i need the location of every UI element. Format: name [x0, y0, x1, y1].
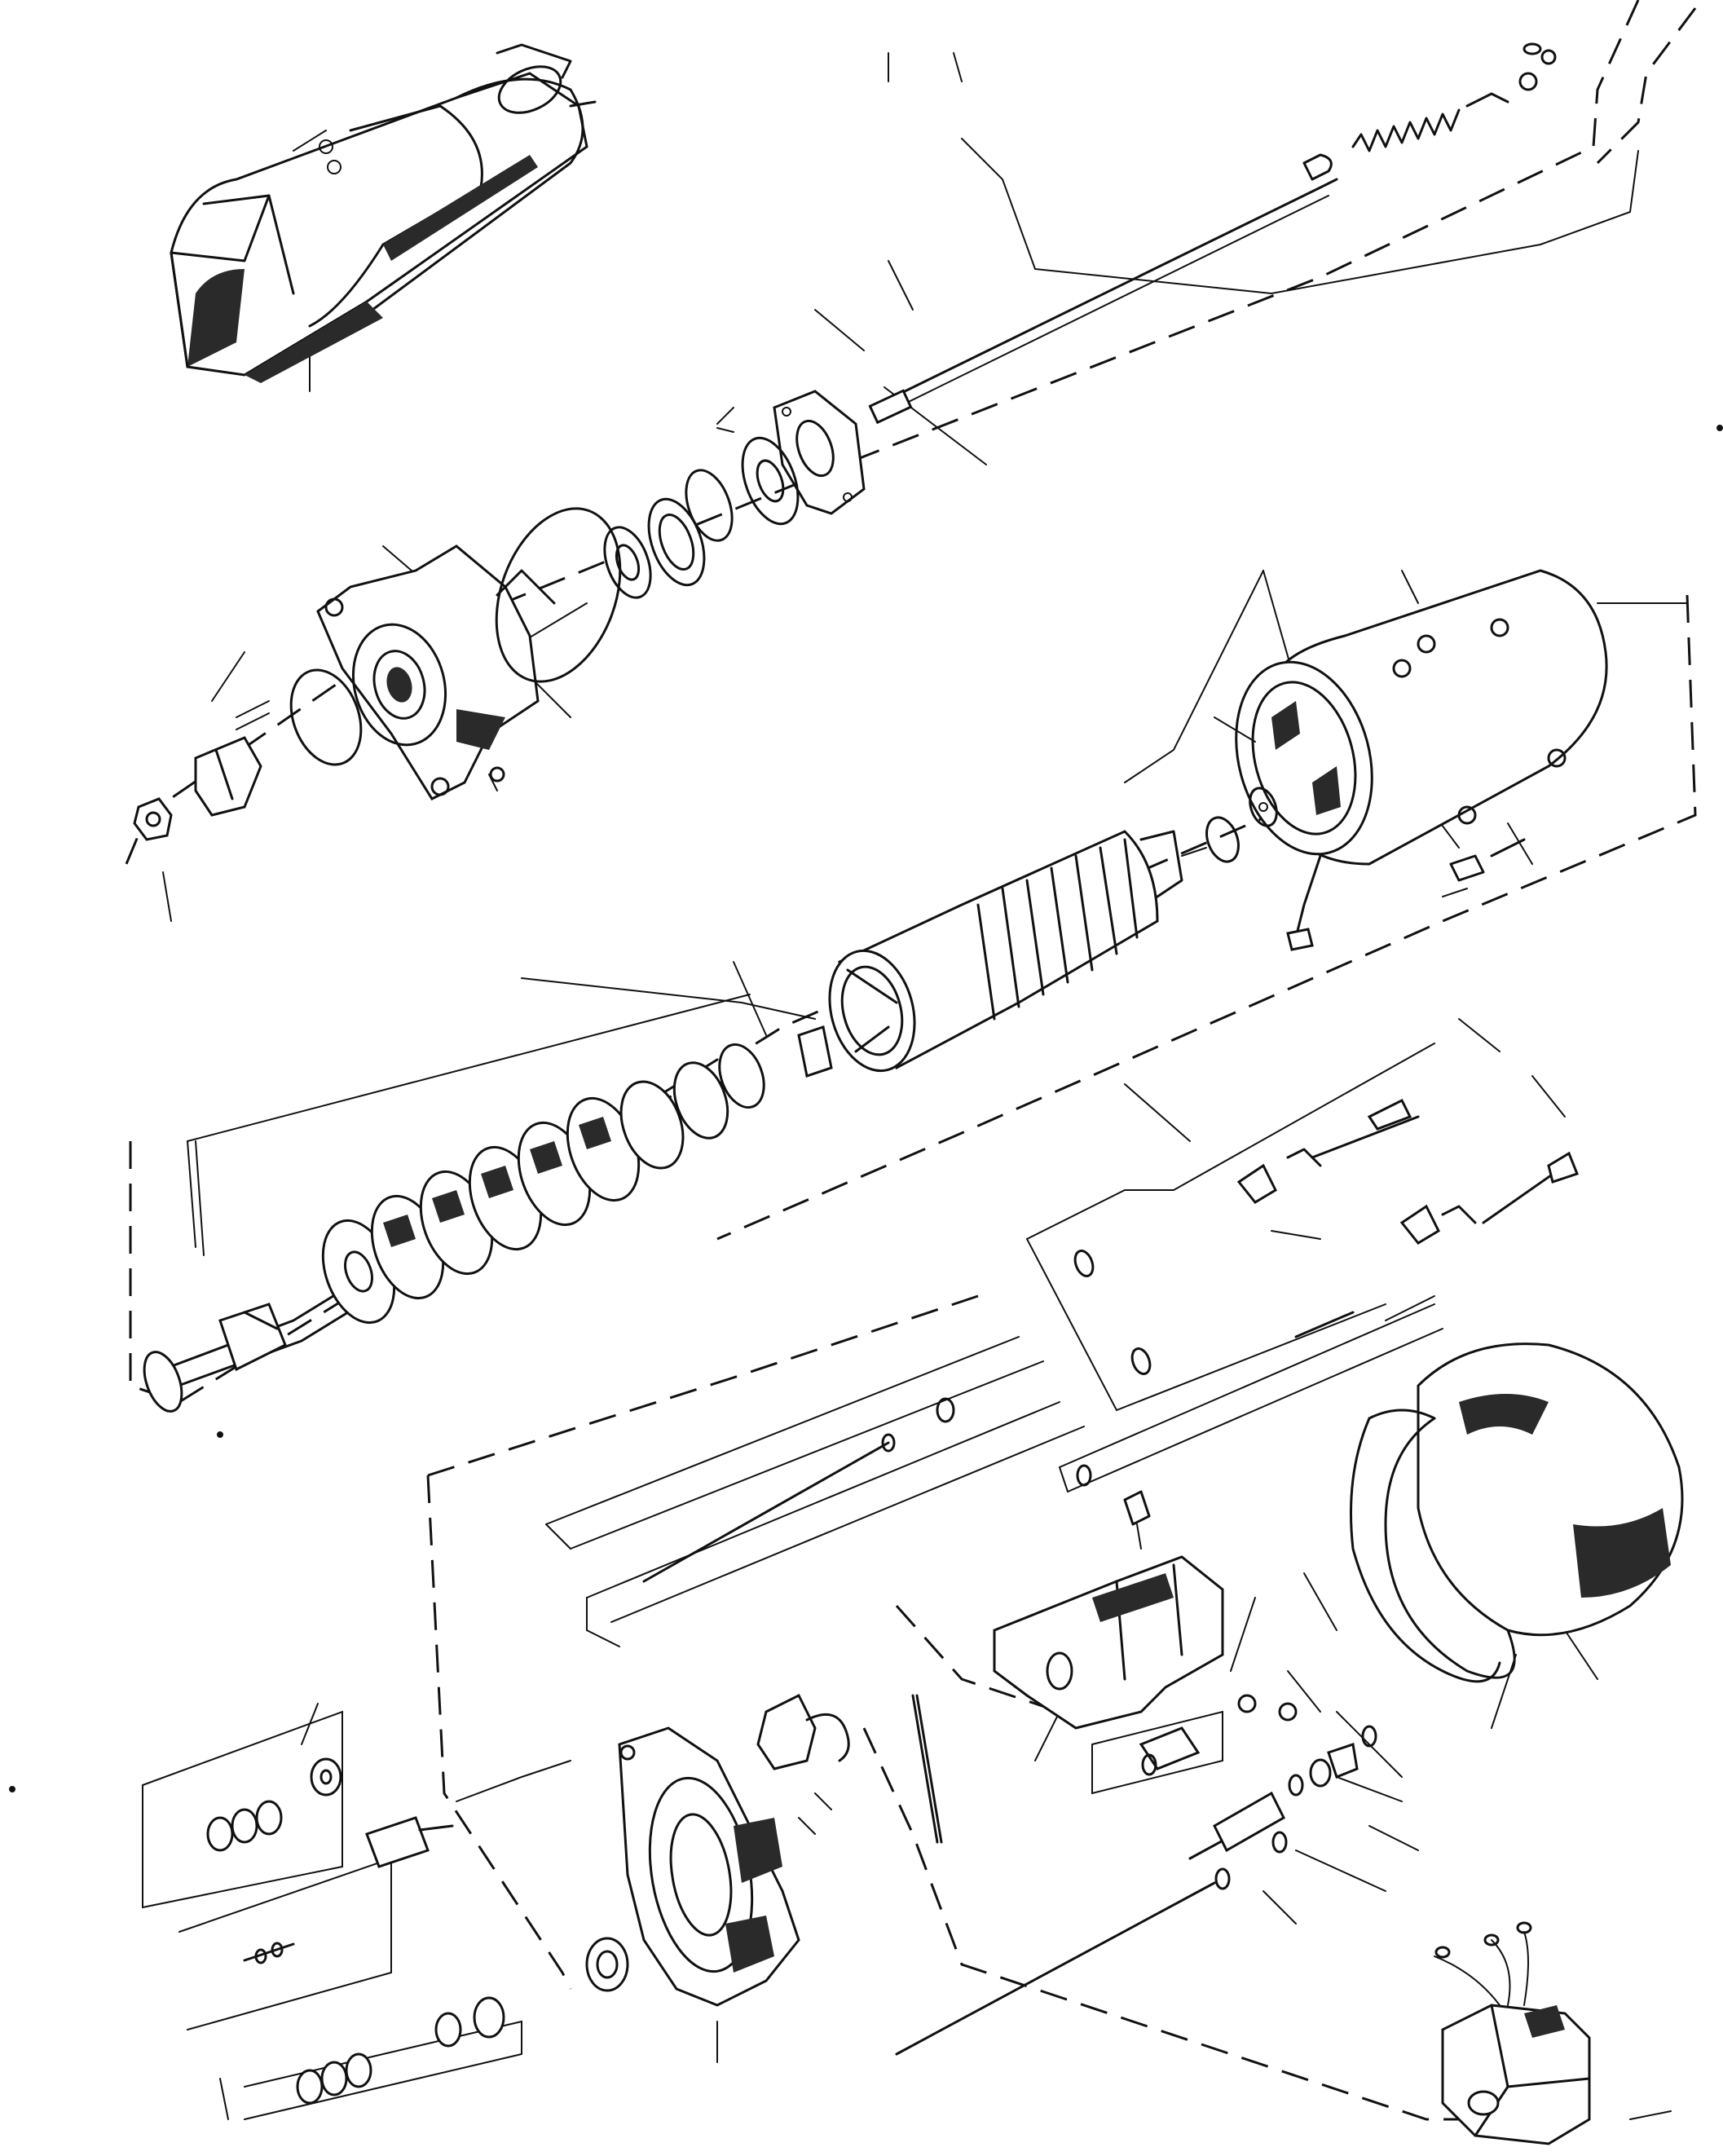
plunger-rod [868, 153, 1338, 425]
dashed-outline-middle-right [716, 594, 1697, 1241]
brush-holder [756, 1693, 943, 1844]
dashed-outline-cover-link [895, 1605, 1060, 1713]
stray-dot [9, 1786, 15, 1792]
dashed-outline-lower-left [426, 1475, 572, 1990]
thrust-washers [685, 407, 800, 542]
hardware-kits [142, 1703, 571, 2120]
return-spring [1351, 42, 1557, 152]
commutator-end-housing [585, 1726, 800, 2007]
stray-dot [217, 1431, 223, 1438]
drive-end-housing [316, 545, 556, 800]
field-frame [1205, 569, 1608, 951]
field-coil-wrap [1350, 1343, 1684, 1683]
end-plate [773, 390, 866, 515]
through-bolts [1026, 1043, 1579, 1492]
terminal-hardware [1188, 1725, 1377, 1860]
dashed-outline-lower [427, 1294, 979, 1477]
dashed-outline-bottom [862, 1727, 1508, 2121]
bearing-assembly [603, 497, 706, 599]
dashed-outline-top [125, 0, 1640, 865]
dashed-outline-top-right [1596, 7, 1697, 165]
drive-sleeve [194, 700, 270, 817]
leader-lines [162, 52, 1688, 2120]
stray-dot [1716, 425, 1723, 431]
starter-motor-assembly [170, 43, 597, 383]
long-rods [545, 1336, 1231, 2056]
armature [797, 830, 1207, 1078]
o-ring-small [289, 668, 363, 766]
o-ring-large [495, 507, 622, 683]
pinion-nut [133, 797, 173, 841]
solenoid-switch [993, 1490, 1298, 1795]
clutch-drive-assembly [143, 994, 765, 1413]
relay-module [1434, 1921, 1591, 2145]
